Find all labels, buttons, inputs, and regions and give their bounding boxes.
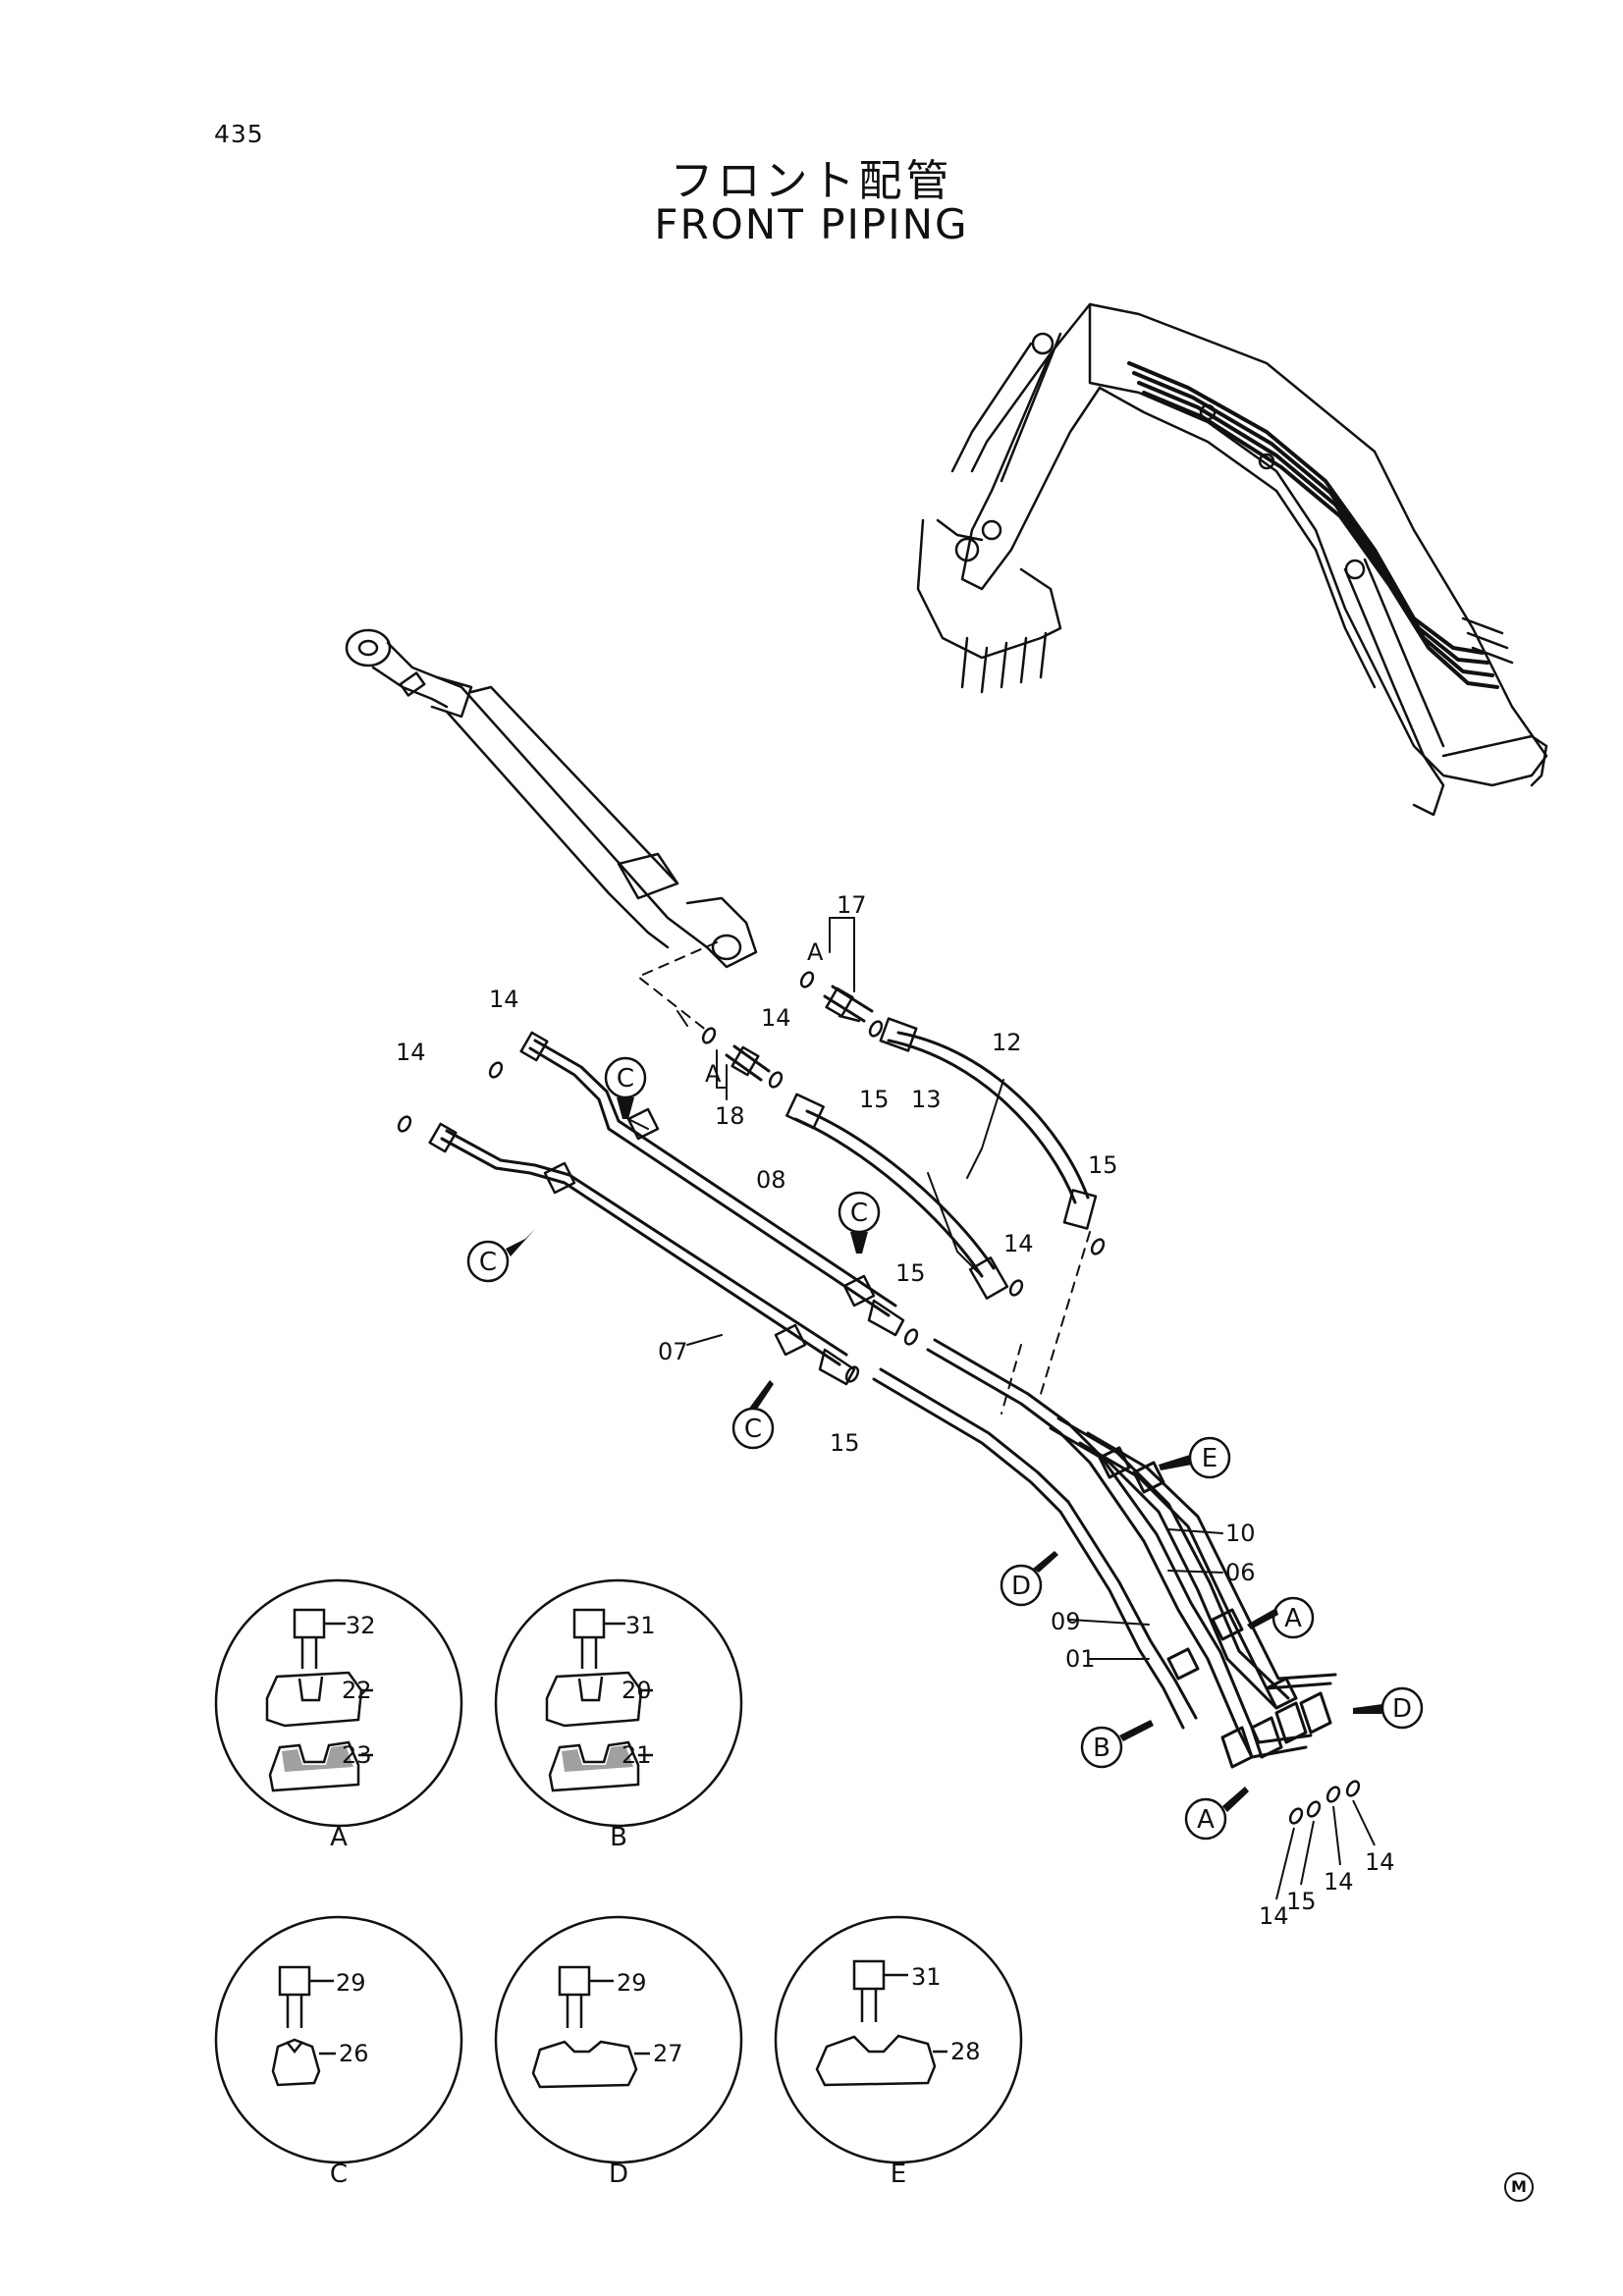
detail-d: 29 27 D bbox=[494, 1915, 743, 2189]
part-label-14-g: 14 bbox=[1365, 1848, 1395, 1876]
detail-b-bolt-label: 31 bbox=[625, 1612, 656, 1639]
hoses bbox=[785, 1017, 1098, 1300]
detail-d-title: D bbox=[609, 2160, 628, 2189]
part-label-14-e: 14 bbox=[1259, 1902, 1289, 1930]
detail-b-lower-label: 21 bbox=[622, 1741, 652, 1769]
callout-c-1: C bbox=[617, 1064, 634, 1094]
part-label-15-a: 15 bbox=[859, 1086, 890, 1113]
callout-circles: C C C C D D E A A B bbox=[466, 1056, 1424, 1841]
callout-c-3: C bbox=[479, 1248, 497, 1277]
callout-a-1: A bbox=[1284, 1604, 1302, 1633]
detail-a-upper-label: 22 bbox=[342, 1677, 372, 1704]
part-label-07: 07 bbox=[658, 1338, 688, 1365]
footer-m-mark: M bbox=[1504, 2172, 1534, 2202]
part-label-14-b: 14 bbox=[396, 1039, 426, 1066]
detail-b-upper-label: 20 bbox=[622, 1677, 652, 1704]
detail-b-title: B bbox=[610, 1823, 627, 1852]
detail-views: 32 22 23 A 31 20 21 B bbox=[214, 1578, 1023, 2189]
part-number-labels: 17 A A 18 14 14 14 14 15 15 15 15 12 13 … bbox=[396, 891, 1395, 1930]
part-label-a-mid: A bbox=[705, 1060, 722, 1088]
part-label-14-c: 14 bbox=[761, 1004, 791, 1032]
part-label-06: 06 bbox=[1225, 1559, 1256, 1586]
callout-a-2: A bbox=[1197, 1805, 1215, 1835]
pipes-07-08 bbox=[428, 1031, 905, 1386]
part-label-10: 10 bbox=[1225, 1520, 1256, 1547]
detail-c-clamp-label: 26 bbox=[339, 2040, 369, 2067]
arm-cylinder-illustration bbox=[345, 628, 758, 969]
detail-e-clamp-label: 28 bbox=[950, 2038, 981, 2065]
detail-c-title: C bbox=[330, 2160, 348, 2189]
callout-e-1: E bbox=[1202, 1444, 1217, 1473]
page-number: 435 bbox=[214, 120, 264, 148]
detail-a: 32 22 23 A bbox=[214, 1578, 463, 1852]
part-label-18: 18 bbox=[715, 1102, 745, 1130]
label-leaders bbox=[627, 917, 1223, 1660]
title-english: FRONT PIPING bbox=[654, 200, 969, 248]
detail-b: 31 20 21 B bbox=[494, 1578, 743, 1852]
part-label-15-d: 15 bbox=[830, 1429, 860, 1457]
detail-a-title: A bbox=[330, 1823, 348, 1852]
part-label-a-top: A bbox=[807, 938, 824, 966]
callout-d-2: D bbox=[1392, 1694, 1412, 1724]
detail-a-bolt-label: 32 bbox=[346, 1612, 376, 1639]
title-japanese: フロント配管 bbox=[670, 156, 953, 206]
part-label-12: 12 bbox=[992, 1029, 1022, 1056]
fittings-and-orings bbox=[397, 971, 1361, 1825]
detail-e-title: E bbox=[891, 2160, 906, 2189]
callout-b-1: B bbox=[1093, 1734, 1110, 1763]
detail-e: 31 28 E bbox=[774, 1915, 1023, 2189]
leader-lines bbox=[637, 941, 1091, 1415]
part-label-14-f: 14 bbox=[1324, 1868, 1354, 1896]
part-label-17: 17 bbox=[837, 891, 867, 919]
part-label-15-c: 15 bbox=[895, 1259, 926, 1287]
excavator-overview-illustration bbox=[916, 302, 1548, 817]
part-label-15-b: 15 bbox=[1088, 1151, 1118, 1179]
callout-d-1: D bbox=[1011, 1572, 1031, 1601]
part-label-13: 13 bbox=[911, 1086, 942, 1113]
part-label-08: 08 bbox=[756, 1166, 786, 1194]
detail-c-bolt-label: 29 bbox=[336, 1969, 366, 1997]
detail-e-bolt-label: 31 bbox=[911, 1963, 942, 1991]
part-label-01: 01 bbox=[1065, 1645, 1096, 1673]
detail-a-lower-label: 23 bbox=[342, 1741, 372, 1769]
main-pipes bbox=[872, 1338, 1337, 1769]
detail-d-bolt-label: 29 bbox=[617, 1969, 647, 1997]
callout-c-2: C bbox=[850, 1199, 868, 1228]
callout-c-4: C bbox=[744, 1415, 762, 1444]
detail-c: 29 26 C bbox=[214, 1915, 463, 2189]
part-label-09: 09 bbox=[1051, 1608, 1081, 1635]
part-label-14-d: 14 bbox=[1003, 1230, 1034, 1257]
part-label-14-a: 14 bbox=[489, 986, 519, 1013]
part-label-15-e: 15 bbox=[1286, 1888, 1317, 1915]
detail-d-clamp-label: 27 bbox=[653, 2040, 683, 2067]
